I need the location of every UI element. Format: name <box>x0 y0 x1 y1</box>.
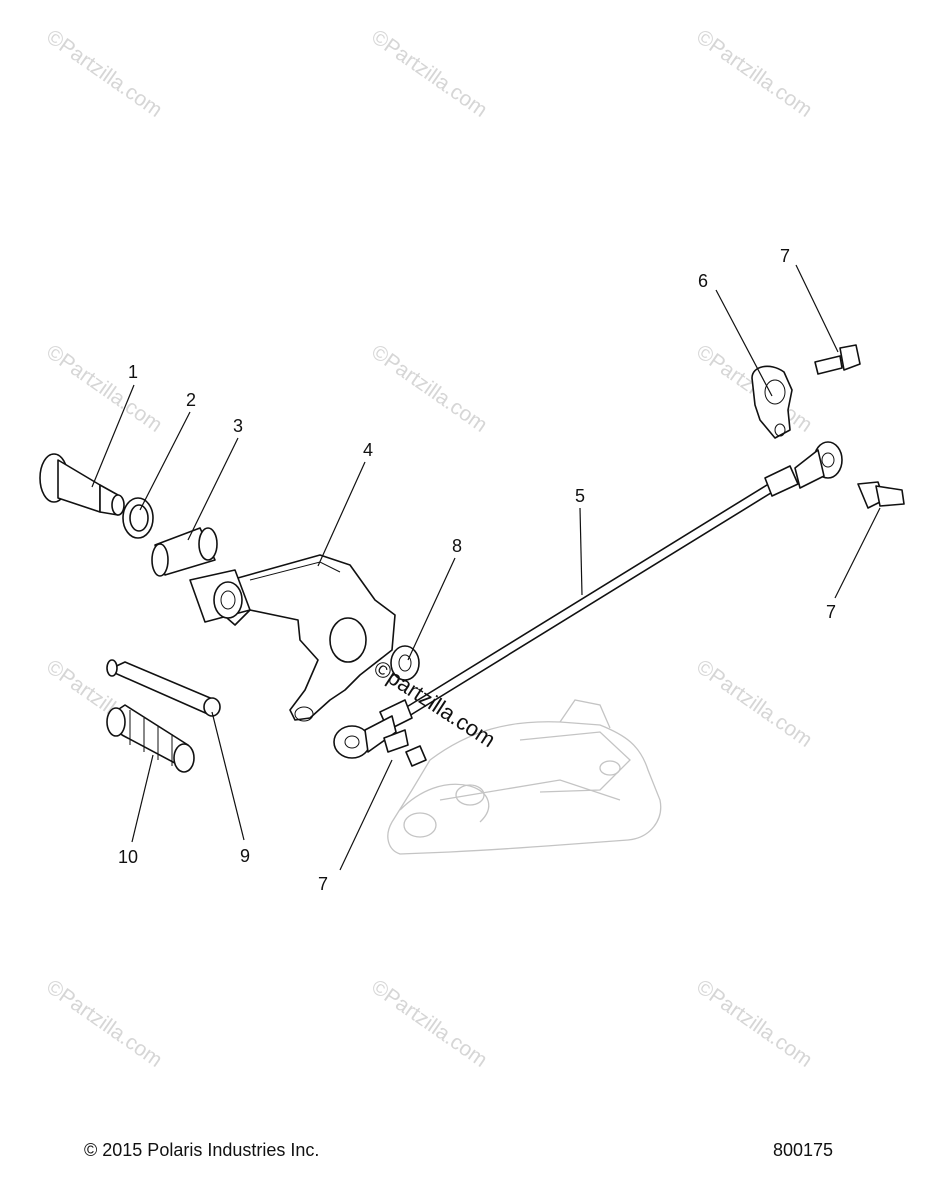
shift-lever <box>189 554 396 722</box>
callout-2: 2 <box>186 390 196 410</box>
lever-washer <box>390 645 420 681</box>
shift-pin <box>106 659 221 717</box>
pivot-bolt <box>39 453 125 516</box>
watermark: ©Partzilla.com <box>367 340 491 437</box>
leader-lines <box>91 264 881 871</box>
callout-3: 3 <box>233 416 243 436</box>
callout-7-top: 7 <box>780 246 790 266</box>
watermark: ©Partzilla.com <box>42 975 166 1072</box>
callout-5: 5 <box>575 486 585 506</box>
shift-peg-rubber <box>106 704 195 773</box>
flange-bolt-top <box>814 344 861 375</box>
watermark: ©Partzilla.com <box>42 340 166 437</box>
callout-6: 6 <box>698 271 708 291</box>
flange-bolt-right <box>857 481 905 509</box>
callout-10: 10 <box>118 847 138 867</box>
copyright-text: © 2015 Polaris Industries Inc. <box>84 1140 320 1160</box>
watermark: ©Partzilla.com <box>367 25 491 122</box>
frame-bracket-outline <box>387 699 662 855</box>
callout-1: 1 <box>128 362 138 382</box>
watermark: ©Partzilla.com <box>692 25 816 122</box>
callout-7-bottom: 7 <box>318 874 328 894</box>
watermark: ©Partzilla.com <box>692 975 816 1072</box>
callout-labels: 1 2 3 4 5 6 7 7 7 8 9 10 <box>118 246 836 894</box>
callout-4: 4 <box>363 440 373 460</box>
washer <box>122 497 154 539</box>
flange-bolt-bottom <box>383 729 427 767</box>
callout-7-right: 7 <box>826 602 836 622</box>
shift-rod <box>333 441 843 759</box>
shift-clamp <box>751 365 793 439</box>
callout-9: 9 <box>240 846 250 866</box>
watermark: ©Partzilla.com <box>367 975 491 1072</box>
watermark: ©Partzilla.com <box>692 655 816 752</box>
bushing-sleeve <box>151 527 218 577</box>
diagram-number: 800175 <box>773 1140 834 1160</box>
watermark: ©Partzilla.com <box>42 25 166 122</box>
callout-8: 8 <box>452 536 462 556</box>
